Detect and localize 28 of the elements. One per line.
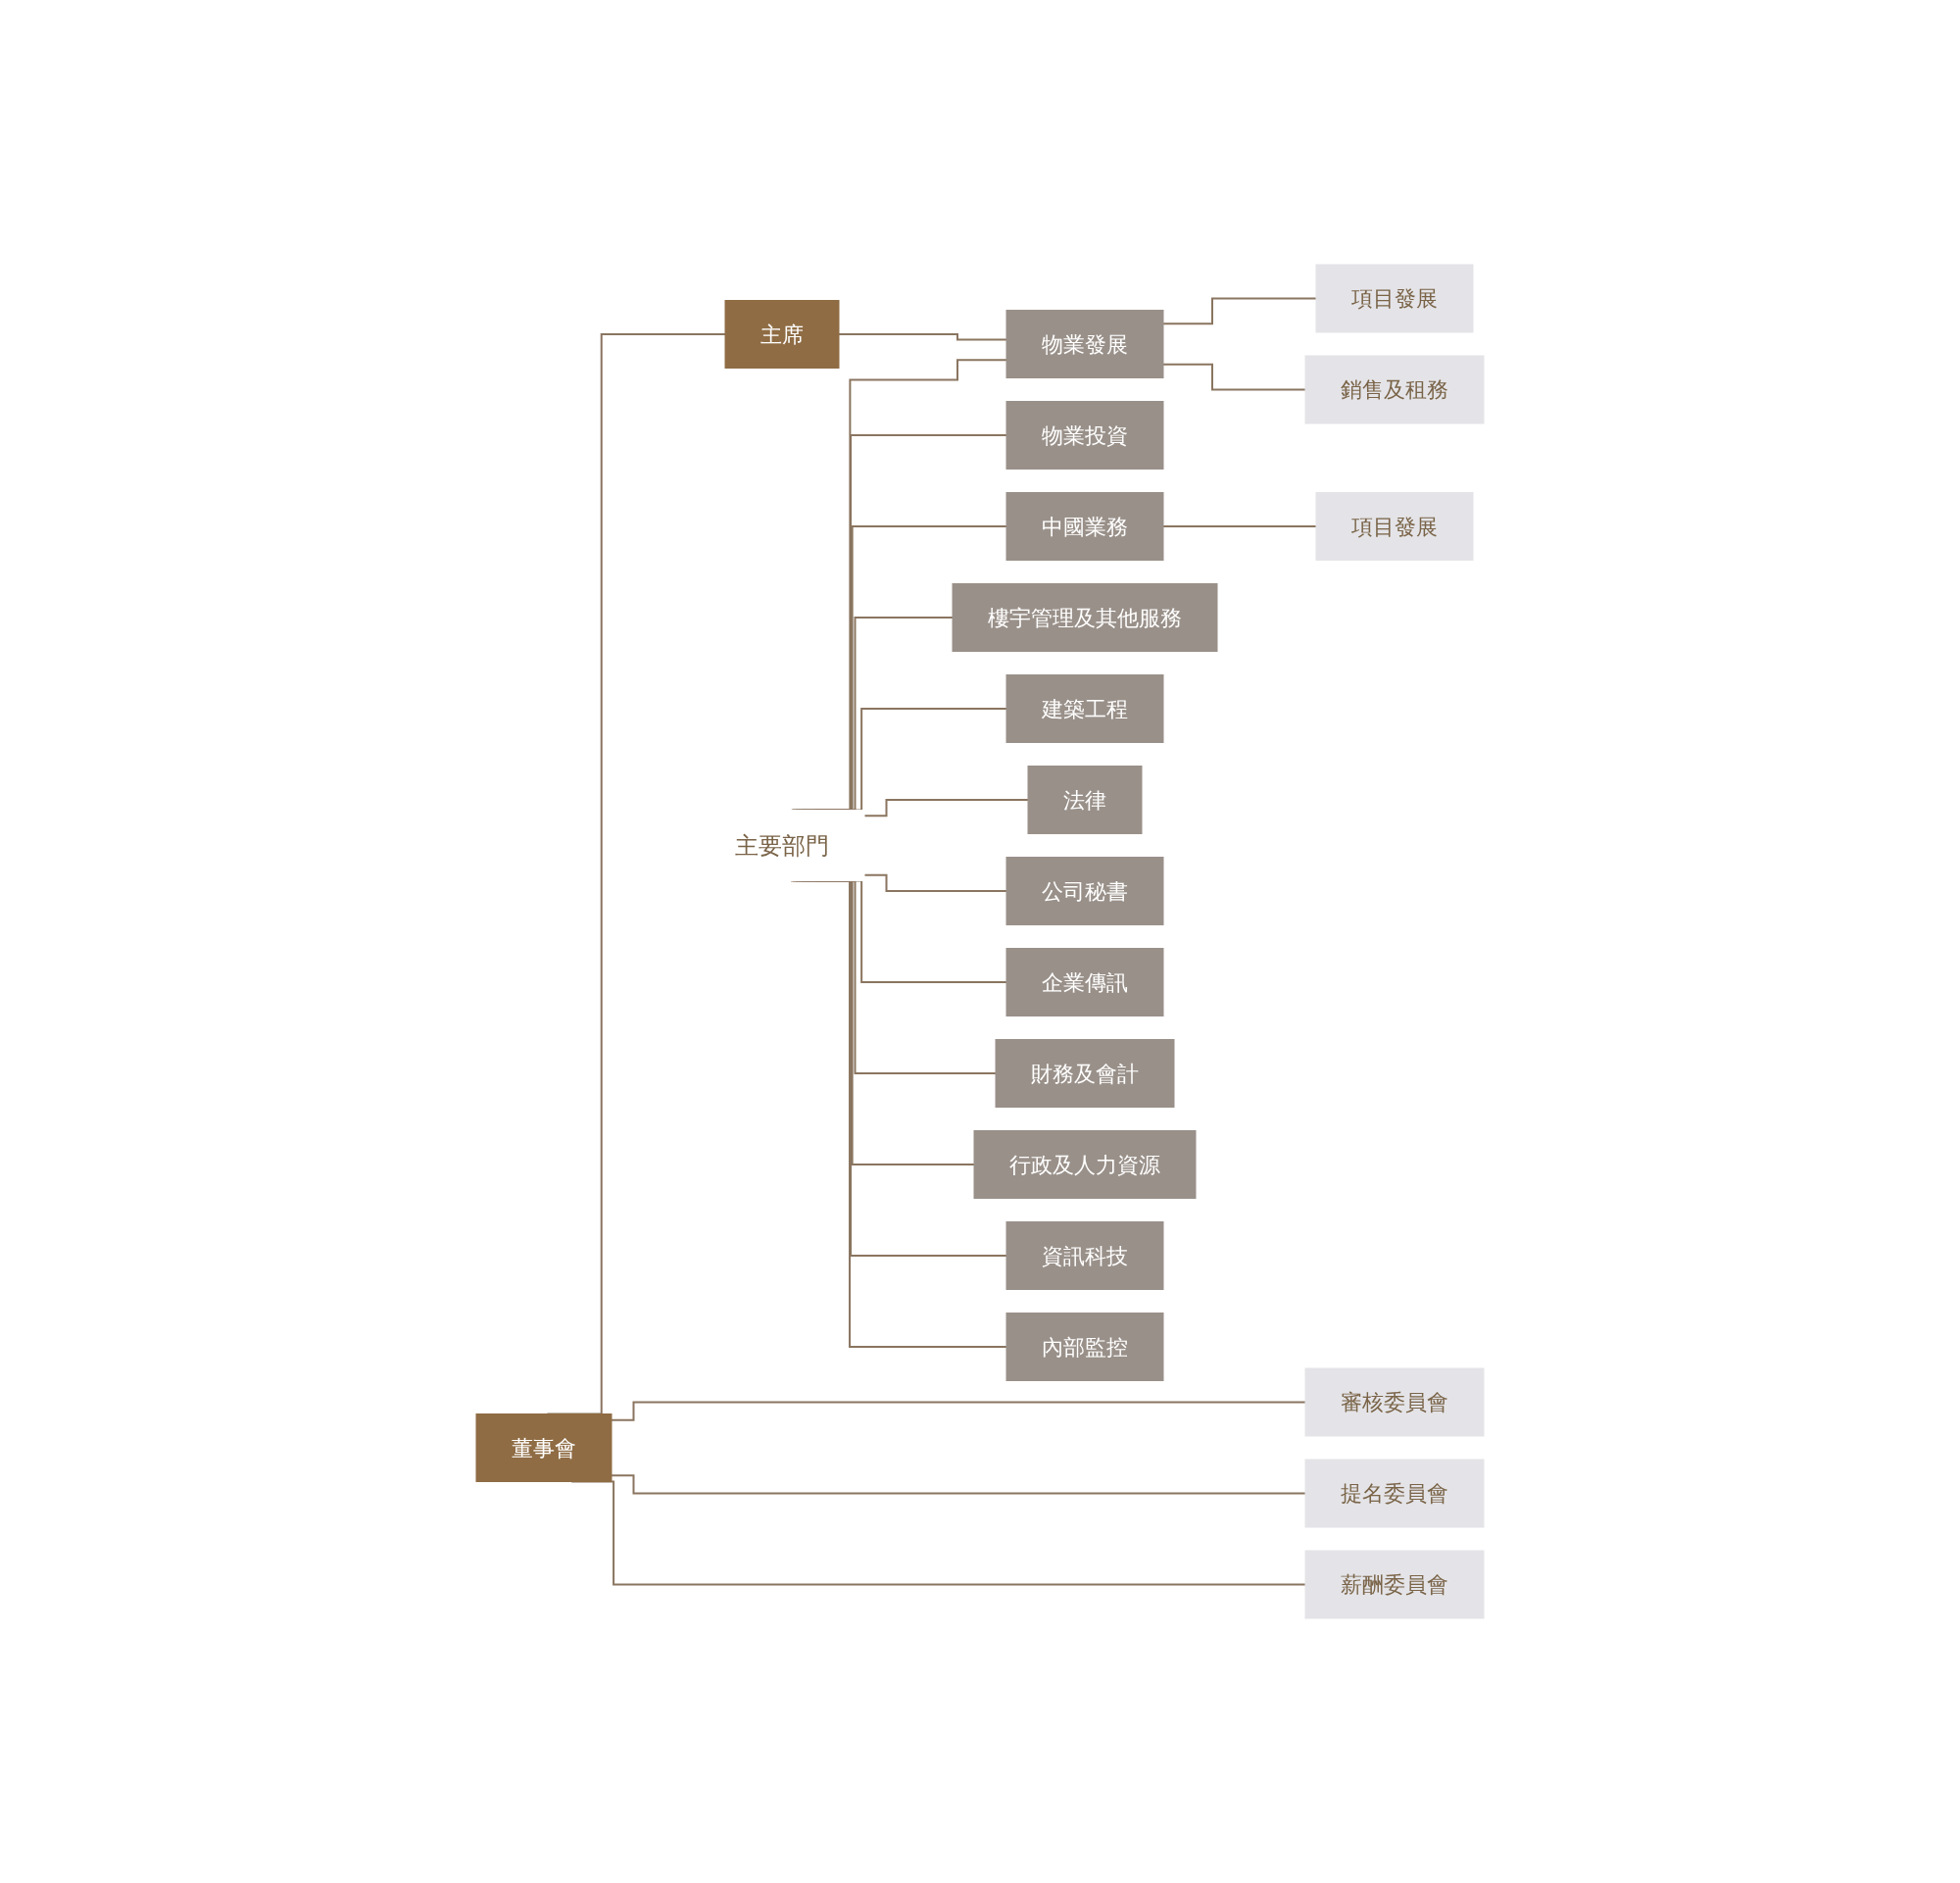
connector <box>611 1401 1306 1421</box>
node-box: 行政及人力資源 <box>973 1130 1197 1199</box>
node-box: 主席 <box>724 300 840 369</box>
connector <box>1162 297 1317 325</box>
node-box: 物業發展 <box>1005 310 1164 378</box>
connector <box>863 873 1007 892</box>
node-box: 內部監控 <box>1005 1313 1164 1381</box>
node-box: 建築工程 <box>1005 674 1164 743</box>
node-box: 中國業務 <box>1005 492 1164 561</box>
connector <box>611 1474 1306 1495</box>
node-box: 項目發展 <box>1315 264 1474 333</box>
node-box: 資訊科技 <box>1005 1221 1164 1290</box>
node-box: 銷售及租務 <box>1304 355 1485 424</box>
node-box: 物業投資 <box>1005 401 1164 470</box>
node-box: 公司秘書 <box>1005 857 1164 925</box>
node-box: 法律 <box>1027 766 1143 834</box>
node-box: 提名委員會 <box>1304 1459 1485 1528</box>
connector <box>863 799 1029 818</box>
node-box: 項目發展 <box>1315 492 1474 561</box>
node-box: 企業傳訊 <box>1005 948 1164 1016</box>
node-box: 薪酬委員會 <box>1304 1550 1485 1619</box>
node-box: 董事會 <box>475 1413 612 1482</box>
connector <box>1162 525 1317 527</box>
connector <box>838 333 1007 341</box>
connector <box>1162 363 1306 391</box>
node-box: 財務及會計 <box>995 1039 1175 1108</box>
node-box: 樓宇管理及其他服務 <box>952 583 1218 652</box>
node-box: 審核委員會 <box>1304 1367 1485 1437</box>
